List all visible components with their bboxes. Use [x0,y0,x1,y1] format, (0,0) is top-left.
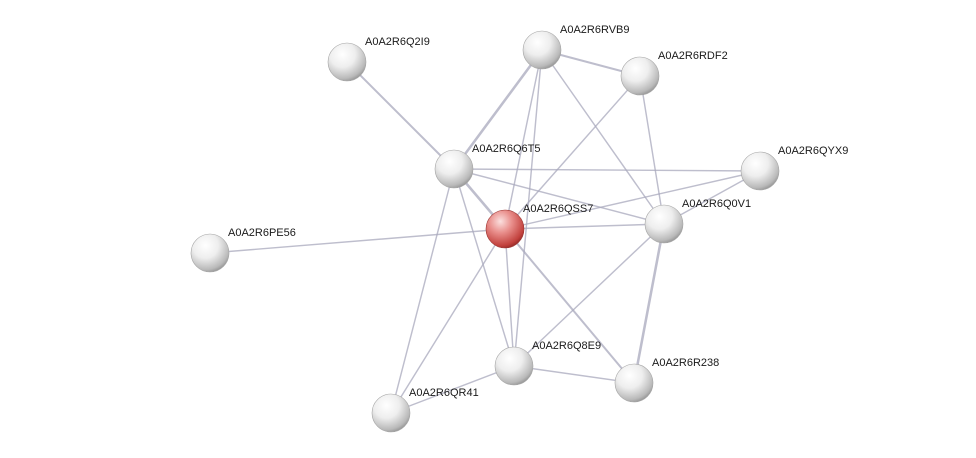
node-circle[interactable] [614,363,654,403]
node-A0A2R6Q6T5[interactable]: A0A2R6Q6T5 [434,143,540,189]
edge-A0A2R6Q6T5-A0A2R6QYX9 [453,168,761,172]
node-label: A0A2R6PE56 [228,227,296,239]
edge-A0A2R6Q6T5-A0A2R6QR41 [390,168,455,414]
edge-A0A2R6Q2I9-A0A2R6Q6T5 [346,61,455,170]
edge-A0A2R6Q0V1-A0A2R6R238 [632,222,666,385]
node-circle[interactable] [434,149,474,189]
node-circle[interactable] [190,233,230,273]
node-circle[interactable] [644,204,684,244]
node-label: A0A2R6R238 [652,357,719,369]
node-circle[interactable] [371,393,411,433]
node-A0A2R6Q8E9[interactable]: A0A2R6Q8E9 [494,340,601,386]
node-A0A2R6RVB9[interactable]: A0A2R6RVB9 [522,24,630,70]
edge-A0A2R6Q8E9-A0A2R6R238 [513,365,635,384]
node-label: A0A2R6Q6T5 [472,143,540,155]
edge-A0A2R6RVB9-A0A2R6Q8E9 [513,49,543,367]
node-A0A2R6R238[interactable]: A0A2R6R238 [614,357,719,403]
node-label: A0A2R6QSS7 [523,203,593,215]
node-label: A0A2R6RVB9 [560,24,630,36]
edge-A0A2R6RDF2-A0A2R6QSS7 [504,75,641,230]
node-label: A0A2R6Q8E9 [532,340,601,352]
edge-A0A2R6RDF2-A0A2R6Q0V1 [639,75,665,225]
node-circle[interactable] [494,346,534,386]
node-label: A0A2R6Q2I9 [365,36,430,48]
node-circle[interactable] [522,30,562,70]
edge-A0A2R6RVB9-A0A2R6QSS7 [504,49,543,230]
edge-A0A2R6Q8E9-A0A2R6QR41 [390,365,515,414]
node-label: A0A2R6RDF2 [658,50,728,62]
query-node-circle[interactable] [485,209,525,249]
node-label: A0A2R6QYX9 [778,145,848,157]
edge-A0A2R6QSS7-A0A2R6Q0V1 [504,223,665,230]
node-A0A2R6QSS7[interactable]: A0A2R6QSS7 [485,203,593,249]
edge-A0A2R6Q6T5-A0A2R6Q8E9 [453,168,515,367]
node-label: A0A2R6Q0V1 [682,198,751,210]
edges-layer [209,48,761,414]
edge-A0A2R6RVB9-A0A2R6Q0V1 [541,49,665,225]
edge-A0A2R6RVB9-A0A2R6Q6T5 [452,48,544,171]
edge-A0A2R6QSS7-A0A2R6Q8E9 [504,228,515,367]
node-A0A2R6Q0V1[interactable]: A0A2R6Q0V1 [644,198,751,244]
nodes-layer: A0A2R6Q2I9 A0A2R6RVB9A0A2R6RDF2A0A2R6Q6T5… [190,24,848,433]
node-A0A2R6RDF2[interactable]: A0A2R6RDF2 [620,50,728,96]
edge-A0A2R6Q6T5-A0A2R6Q0V1 [453,168,665,225]
edge-A0A2R6QSS7-A0A2R6QYX9 [504,170,761,230]
node-label: A0A2R6QR41 [409,387,479,399]
node-circle[interactable] [740,151,780,191]
node-A0A2R6QYX9[interactable]: A0A2R6QYX9 [740,145,848,191]
node-A0A2R6QR41[interactable]: A0A2R6QR41 [371,387,479,433]
node-circle[interactable] [327,42,367,82]
edge-A0A2R6Q0V1-A0A2R6Q8E9 [513,223,665,367]
edge-A0A2R6QSS7-A0A2R6QR41 [390,228,506,414]
edge-A0A2R6QSS7-A0A2R6R238 [504,228,635,384]
edge-A0A2R6QSS7-A0A2R6PE56 [209,228,506,254]
node-A0A2R6Q2I9[interactable]: A0A2R6Q2I9 [327,36,430,82]
node-circle[interactable] [620,56,660,96]
node-A0A2R6PE56[interactable]: A0A2R6PE56 [190,227,296,273]
